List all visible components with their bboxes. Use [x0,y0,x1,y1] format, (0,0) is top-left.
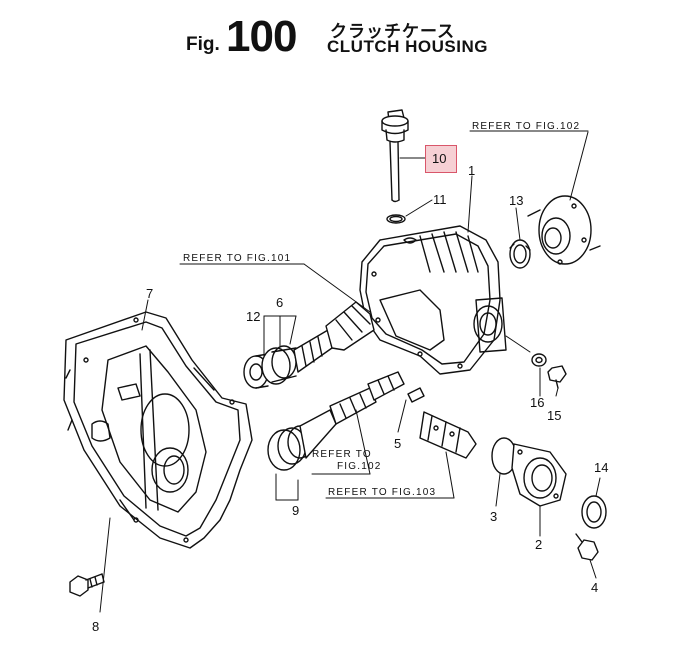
callout-14: 14 [594,460,609,475]
part-14-seal [581,495,607,529]
part-5-pin [407,387,425,403]
part-8-bolt [69,573,105,597]
fig-prefix: Fig. [186,34,220,55]
fig-number: 100 [226,12,297,61]
leader-lines [99,130,601,613]
part-16-washer [531,353,547,367]
part-6-pinion-shaft [261,301,375,385]
part-15-plug [547,365,567,389]
part-13-seal [509,239,531,269]
callout-5: 5 [394,436,402,451]
callout-12: 12 [246,309,261,324]
highlight-part-10 [425,145,457,173]
callout-4: 4 [591,580,599,595]
ref-fig102-lower-line1: REFER TO [312,449,372,460]
callout-6: 6 [276,295,284,310]
part-11-o-ring [386,214,406,224]
ref-fig102-lower-line2: FIG.102 [337,461,382,472]
ref-fig102-top: REFER TO FIG.102 [472,121,581,132]
title-english: CLUTCH HOUSING [327,37,488,56]
callout-7: 7 [146,286,154,301]
title-japanese: クラッチケース [330,22,456,41]
ref-fig101: REFER TO FIG.101 [183,253,292,264]
callout-2: 2 [535,537,543,552]
callout-13: 13 [509,193,524,208]
part-4-bolt [575,533,599,561]
flange-fig102 [527,195,601,265]
ref-fig103: REFER TO FIG.103 [328,487,437,498]
callout-15: 15 [547,408,562,423]
callout-8: 8 [92,619,100,634]
callout-10: 10 [432,151,447,166]
callout-1: 1 [468,163,476,178]
part-1-clutch-housing [359,225,507,375]
part-10-plug-rod [381,109,409,203]
callout-3: 3 [490,509,498,524]
callout-16: 16 [530,395,545,410]
callout-11: 11 [433,192,447,207]
part-9-counter-shaft [267,371,405,471]
part-2-cover [511,443,567,507]
shift-shaft-fig103 [419,411,477,459]
callout-9: 9 [292,503,300,518]
part-7-cover-plate [63,311,253,549]
